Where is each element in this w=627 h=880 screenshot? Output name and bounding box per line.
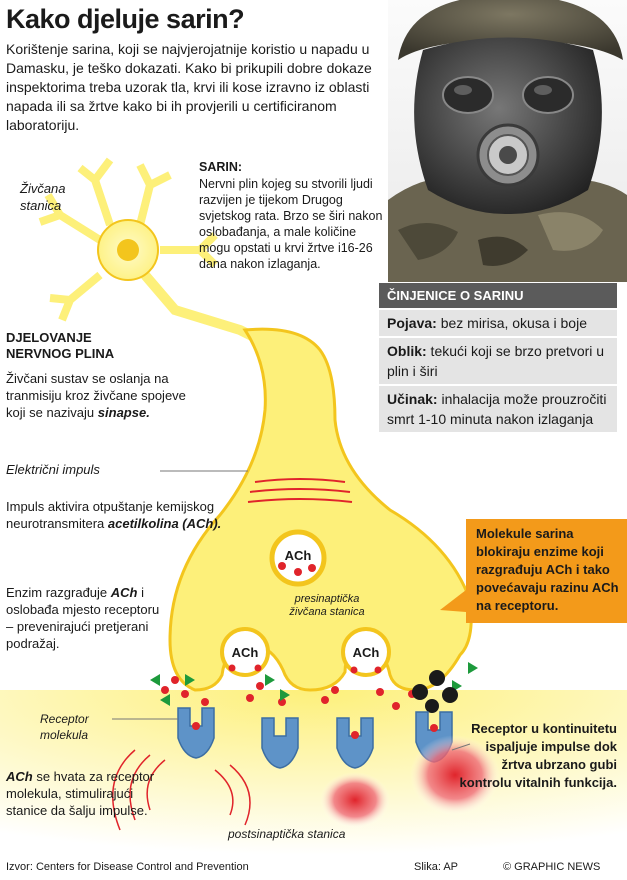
- neuron-label-line: Živčana: [20, 181, 66, 196]
- vesicle-label: ACh: [353, 645, 380, 660]
- body-text: i oslobađa mjesto receptoru – preveniraj…: [6, 585, 160, 651]
- axon-terminal: [168, 327, 473, 692]
- postsynaptic-cell: [0, 690, 627, 855]
- impulse-lines: [247, 478, 353, 503]
- fact-label: Učinak:: [387, 391, 438, 407]
- sarin-heading: SARIN:: [199, 160, 243, 174]
- fact-row: Pojava: bez mirisa, okusa i boje: [379, 310, 617, 336]
- signal-waves: [112, 749, 251, 831]
- heading-line: DJELOVANJE: [6, 330, 92, 345]
- fact-label: Oblik:: [387, 343, 427, 359]
- body-text: Impuls aktivira otpuštanje kemijskog neu…: [6, 499, 215, 531]
- sarin-effect-callout: Molekule sarina blokiraju enzime koji ra…: [466, 519, 627, 623]
- intro-text: Korištenje sarina, koji se najvjerojatni…: [6, 41, 372, 133]
- enzyme-text: Enzim razgrađuje ACh i oslobađa mjesto r…: [6, 584, 166, 652]
- publisher-credit: © GRAPHIC NEWS: [503, 861, 601, 873]
- neuron-label: Živčana stanica: [20, 180, 66, 214]
- electric-impulse-label: Električni impuls: [6, 462, 100, 477]
- footer: Izvor: Centers for Disease Control and P…: [0, 855, 627, 880]
- fact-row: Učinak: inhalacija može prouzročiti smrt…: [379, 386, 617, 432]
- fact-row: Oblik: tekući koji se brzo pretvori u pl…: [379, 338, 617, 384]
- heading-line: NERVNOG PLINA: [6, 346, 115, 361]
- presynaptic-label: presinaptička živčana stanica: [268, 593, 386, 619]
- body-text: Živčani sustav se oslanja na tranmisiju …: [6, 371, 186, 420]
- enzymes: [150, 662, 478, 706]
- ach-molecules: [161, 676, 416, 710]
- vesicle-label: ACh: [232, 645, 259, 660]
- vesicle-label: ACh: [285, 548, 312, 563]
- source-credit: Izvor: Centers for Disease Control and P…: [6, 861, 249, 873]
- fact-text: inhalacija može prouzročiti smrt 1-10 mi…: [387, 391, 607, 427]
- body-text: se hvata za receptor molekula, stimulira…: [6, 769, 155, 818]
- ach-vesicle: ACh: [269, 529, 327, 587]
- fusing-vesicles: ACh ACh: [220, 627, 391, 677]
- sarin-description: Nervni plin kojeg su stvorili ljudi razv…: [199, 177, 383, 271]
- photo-credit: Slika: AP: [414, 861, 459, 873]
- fact-text: bez mirisa, okusa i boje: [436, 315, 587, 331]
- ach-binding-text: ACh se hvata za receptor molekula, stimu…: [6, 768, 166, 819]
- emphasis-text: ACh: [110, 585, 138, 600]
- receptor-firing-text: Receptor u kontinuitetu ispaljuje impuls…: [459, 721, 617, 790]
- label-line: presinaptička: [294, 593, 360, 605]
- receptor-label: Receptor molekula: [40, 711, 89, 743]
- label-line: molekula: [40, 728, 89, 742]
- page-title: Kako djeluje sarin?: [6, 4, 245, 34]
- firing-glow: [320, 772, 390, 828]
- facts-header: ČINJENICE O SARINU: [379, 283, 617, 308]
- impulse-text: Impuls aktivira otpuštanje kemijskog neu…: [6, 498, 226, 532]
- facts-panel: ČINJENICE O SARINU Pojava: bez mirisa, o…: [379, 283, 617, 432]
- sarin-molecules: [412, 670, 458, 713]
- emphasis-text: acetilkolina (ACh).: [107, 516, 222, 531]
- emphasis-text: ACh: [6, 769, 33, 784]
- body-text: Enzim razgrađuje: [6, 585, 111, 600]
- postsynaptic-label: postsinaptička stanica: [228, 827, 346, 841]
- fact-label: Pojava:: [387, 315, 437, 331]
- label-line: Receptor: [40, 712, 89, 726]
- neuron-label-line: stanica: [20, 198, 62, 213]
- nerve-gas-action-heading: DJELOVANJE NERVNOG PLINA: [6, 330, 114, 362]
- firing-glow: [410, 735, 500, 815]
- label-line: živčana stanica: [289, 606, 365, 618]
- fact-text: tekući koji se brzo pretvori u plin i ši…: [387, 343, 605, 379]
- emphasis-text: sinapse.: [97, 405, 150, 420]
- nerve-gas-action-text: Živčani sustav se oslanja na tranmisiju …: [6, 370, 196, 421]
- soldier-gas-mask-photo: [388, 0, 627, 282]
